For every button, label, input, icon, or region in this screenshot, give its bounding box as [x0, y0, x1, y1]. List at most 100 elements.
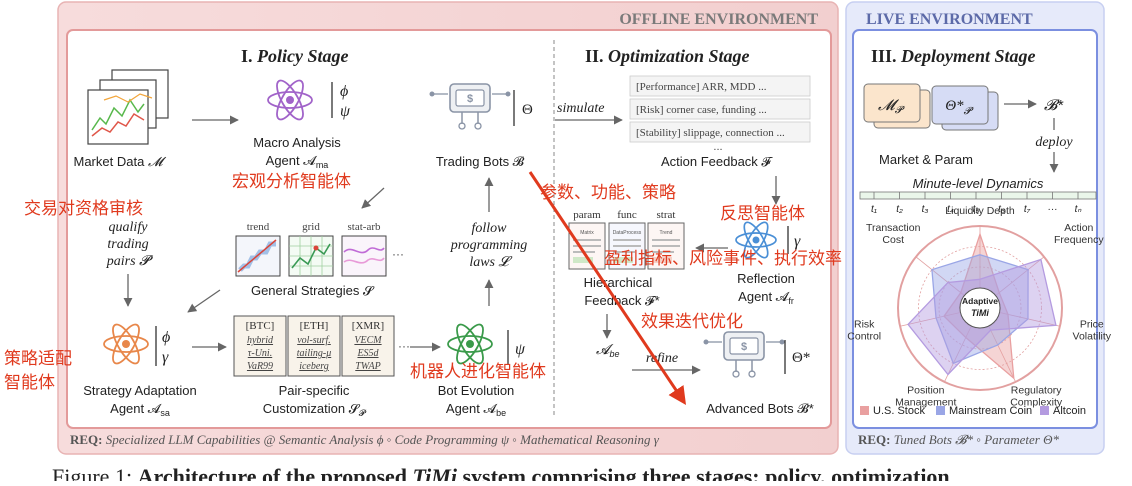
legend-label: Altcoin [1053, 405, 1086, 417]
pair-btc-item-1: hybrid [247, 335, 274, 346]
hier-tab-strat: strat [657, 209, 676, 221]
hier-item-dataprocess: DataProcess [613, 230, 642, 236]
follow-line-1: follow [471, 221, 507, 236]
radar-axis-label: Volatility [1073, 331, 1112, 343]
advanced-bots-icon: $ [703, 331, 785, 378]
pair-cards: [BTC] hybrid τ-Uni. VaR99 [ETH] vol-surf… [233, 315, 410, 377]
action-feedback-label: Action Feedback 𝓕 [661, 154, 773, 169]
pair-xmr-item-1: VECM [354, 335, 382, 346]
radar-legend: U.S. Stock Mainstream Coin Altcoin [860, 405, 1086, 417]
radar-axis-label: Control [847, 331, 881, 343]
cn-bot-agent: 机器人进化智能体 [410, 362, 546, 381]
cn-macro-agent: 宏观分析智能体 [232, 172, 351, 191]
policy-stage-title: I. Policy Stage [241, 46, 349, 66]
timeline-tick-label: t₅ [973, 204, 980, 215]
qualify-line-2: trading [107, 237, 148, 252]
qualify-line-1: qualify [109, 220, 149, 235]
sa-label: Strategy Adaptation [83, 383, 196, 398]
timeline-tick-label: t₇ [1024, 204, 1031, 215]
legend-label: Mainstream Coin [949, 405, 1032, 417]
market-param-label: Market & Param [879, 152, 973, 167]
dynamics-label: Minute-level Dynamics [913, 176, 1044, 191]
pair-customization-label: Customization 𝓢𝓟 [263, 401, 367, 418]
be-param-psi: ψ [515, 341, 526, 358]
market-data-label: Market Data 𝓜 [74, 154, 167, 169]
follow-line-2: programming [450, 238, 528, 253]
red-iteration-arrow [528, 171, 687, 405]
timeline-tick-label: t₃ [922, 204, 929, 215]
feedback-boxes: [Performance] ARR, MDD ... [Risk] corner… [629, 75, 811, 153]
reflect-param-gamma: γ [794, 233, 801, 250]
reflection-agent-atom-icon [735, 221, 777, 259]
reflection-agent-label: Agent 𝓐fr [738, 289, 794, 306]
legend-swatch [1040, 406, 1049, 415]
timeline-tick-label: tₙ [1075, 204, 1083, 215]
cn-reflect-label: 反思智能体 [720, 204, 805, 223]
abe-label: 𝓐be [596, 341, 620, 359]
strategy-tab-trend: trend [247, 221, 270, 233]
arrow-strategies-to-sa [187, 289, 221, 313]
adv-theta-star: Θ* [792, 350, 810, 366]
legend-swatch [860, 406, 869, 415]
be-agent-label: Agent 𝓐be [446, 401, 506, 418]
optimization-stage-title: II. Optimization Stage [585, 46, 750, 66]
cn-strategy-line-2: 智能体 [4, 373, 55, 392]
live-title: LIVE ENVIRONMENT [866, 11, 1033, 28]
radar-center-line-1: Adaptive [962, 296, 998, 306]
legend-label: U.S. Stock [873, 405, 925, 417]
pair-eth-item-2: tailing-μ [297, 348, 331, 359]
radar-axis-label: Management [895, 396, 956, 408]
cn-strategy-line-1: 策略适配 [4, 349, 72, 368]
timeline-tick-label: t₁ [871, 204, 877, 215]
bstar-symbol: 𝓑* [1044, 97, 1064, 114]
timeline-tick-label: ··· [1048, 204, 1058, 215]
bots-theta: Θ [522, 102, 533, 118]
be-label: Bot Evolution [438, 383, 515, 398]
feedback-more: ... [713, 141, 722, 153]
trading-bots-label: Trading Bots 𝓑 [436, 154, 525, 169]
live-environment-panel: LIVE ENVIRONMENT [845, 1, 1105, 455]
req-offline: REQ: Specialized LLM Capabilities @ Sema… [70, 432, 660, 447]
legend-swatch [936, 406, 945, 415]
deployment-stage-title: III. Deployment Stage [871, 46, 1036, 66]
pair-btc-item-3: VaR99 [247, 361, 273, 372]
hier-item-trend: Trend [660, 230, 673, 236]
general-strategies-cards: trend grid stat-arb ··· [235, 221, 404, 277]
cn-metrics-label: 盈利指标、风险事件、执行效率 [604, 249, 842, 268]
advanced-bots-label: Advanced Bots 𝓑* [706, 401, 814, 416]
general-strategies-label: General Strategies 𝓢 [251, 283, 375, 298]
radar-axis-label: Action [1064, 222, 1093, 234]
radar-axis-label: Transaction [866, 222, 921, 234]
radar-axis-label: Complexity [1010, 396, 1063, 408]
deploy-label: deploy [1035, 135, 1073, 150]
pair-btc-item-2: τ-Uni. [248, 348, 272, 359]
pair-eth-name: [ETH] [300, 320, 329, 332]
pair-xmr-item-3: TWAP [355, 361, 380, 372]
radar-axis-label: Position [907, 384, 945, 396]
hier-item-matrix: Matrix [580, 230, 594, 236]
strategy-tab-grid: grid [302, 221, 320, 233]
cn-params-label: 参数、功能、策略 [540, 183, 676, 202]
macro-analysis-label: Macro Analysis [253, 135, 341, 150]
radar-center-badge [959, 287, 1001, 329]
figure-caption: Figure 1: Architecture of the proposed T… [52, 464, 950, 481]
timeline-tick-label: t₆ [998, 204, 1005, 215]
radar-center-line-2: TiMi [971, 308, 989, 318]
cn-qualify-label: 交易对资格审核 [24, 199, 143, 218]
feedback-performance: [Performance] ARR, MDD ... [636, 81, 767, 93]
hierarchical-feedback-label: Feedback 𝓕* [584, 293, 659, 308]
market-data-chart-stack [87, 69, 169, 145]
hierarchical-label: Hierarchical [584, 275, 653, 290]
hier-tab-param: param [573, 209, 601, 221]
macro-param-phi: ϕ [340, 83, 348, 100]
feedback-stability: [Stability] slippage, connection ... [636, 127, 785, 139]
pair-btc-name: [BTC] [246, 320, 275, 332]
macro-agent-label: Agent 𝓐ma [266, 153, 329, 170]
pair-specific-label: Pair-specific [279, 383, 350, 398]
cn-iter-label: 效果迭代优化 [641, 312, 743, 331]
timeline-bar [859, 191, 1097, 200]
pair-eth-item-1: vol-surf. [297, 335, 331, 346]
hierarchical-feedback-cards: param func strat Matrix DataProcess Tren… [568, 209, 685, 270]
radar-axis-label: Frequency [1054, 234, 1104, 246]
